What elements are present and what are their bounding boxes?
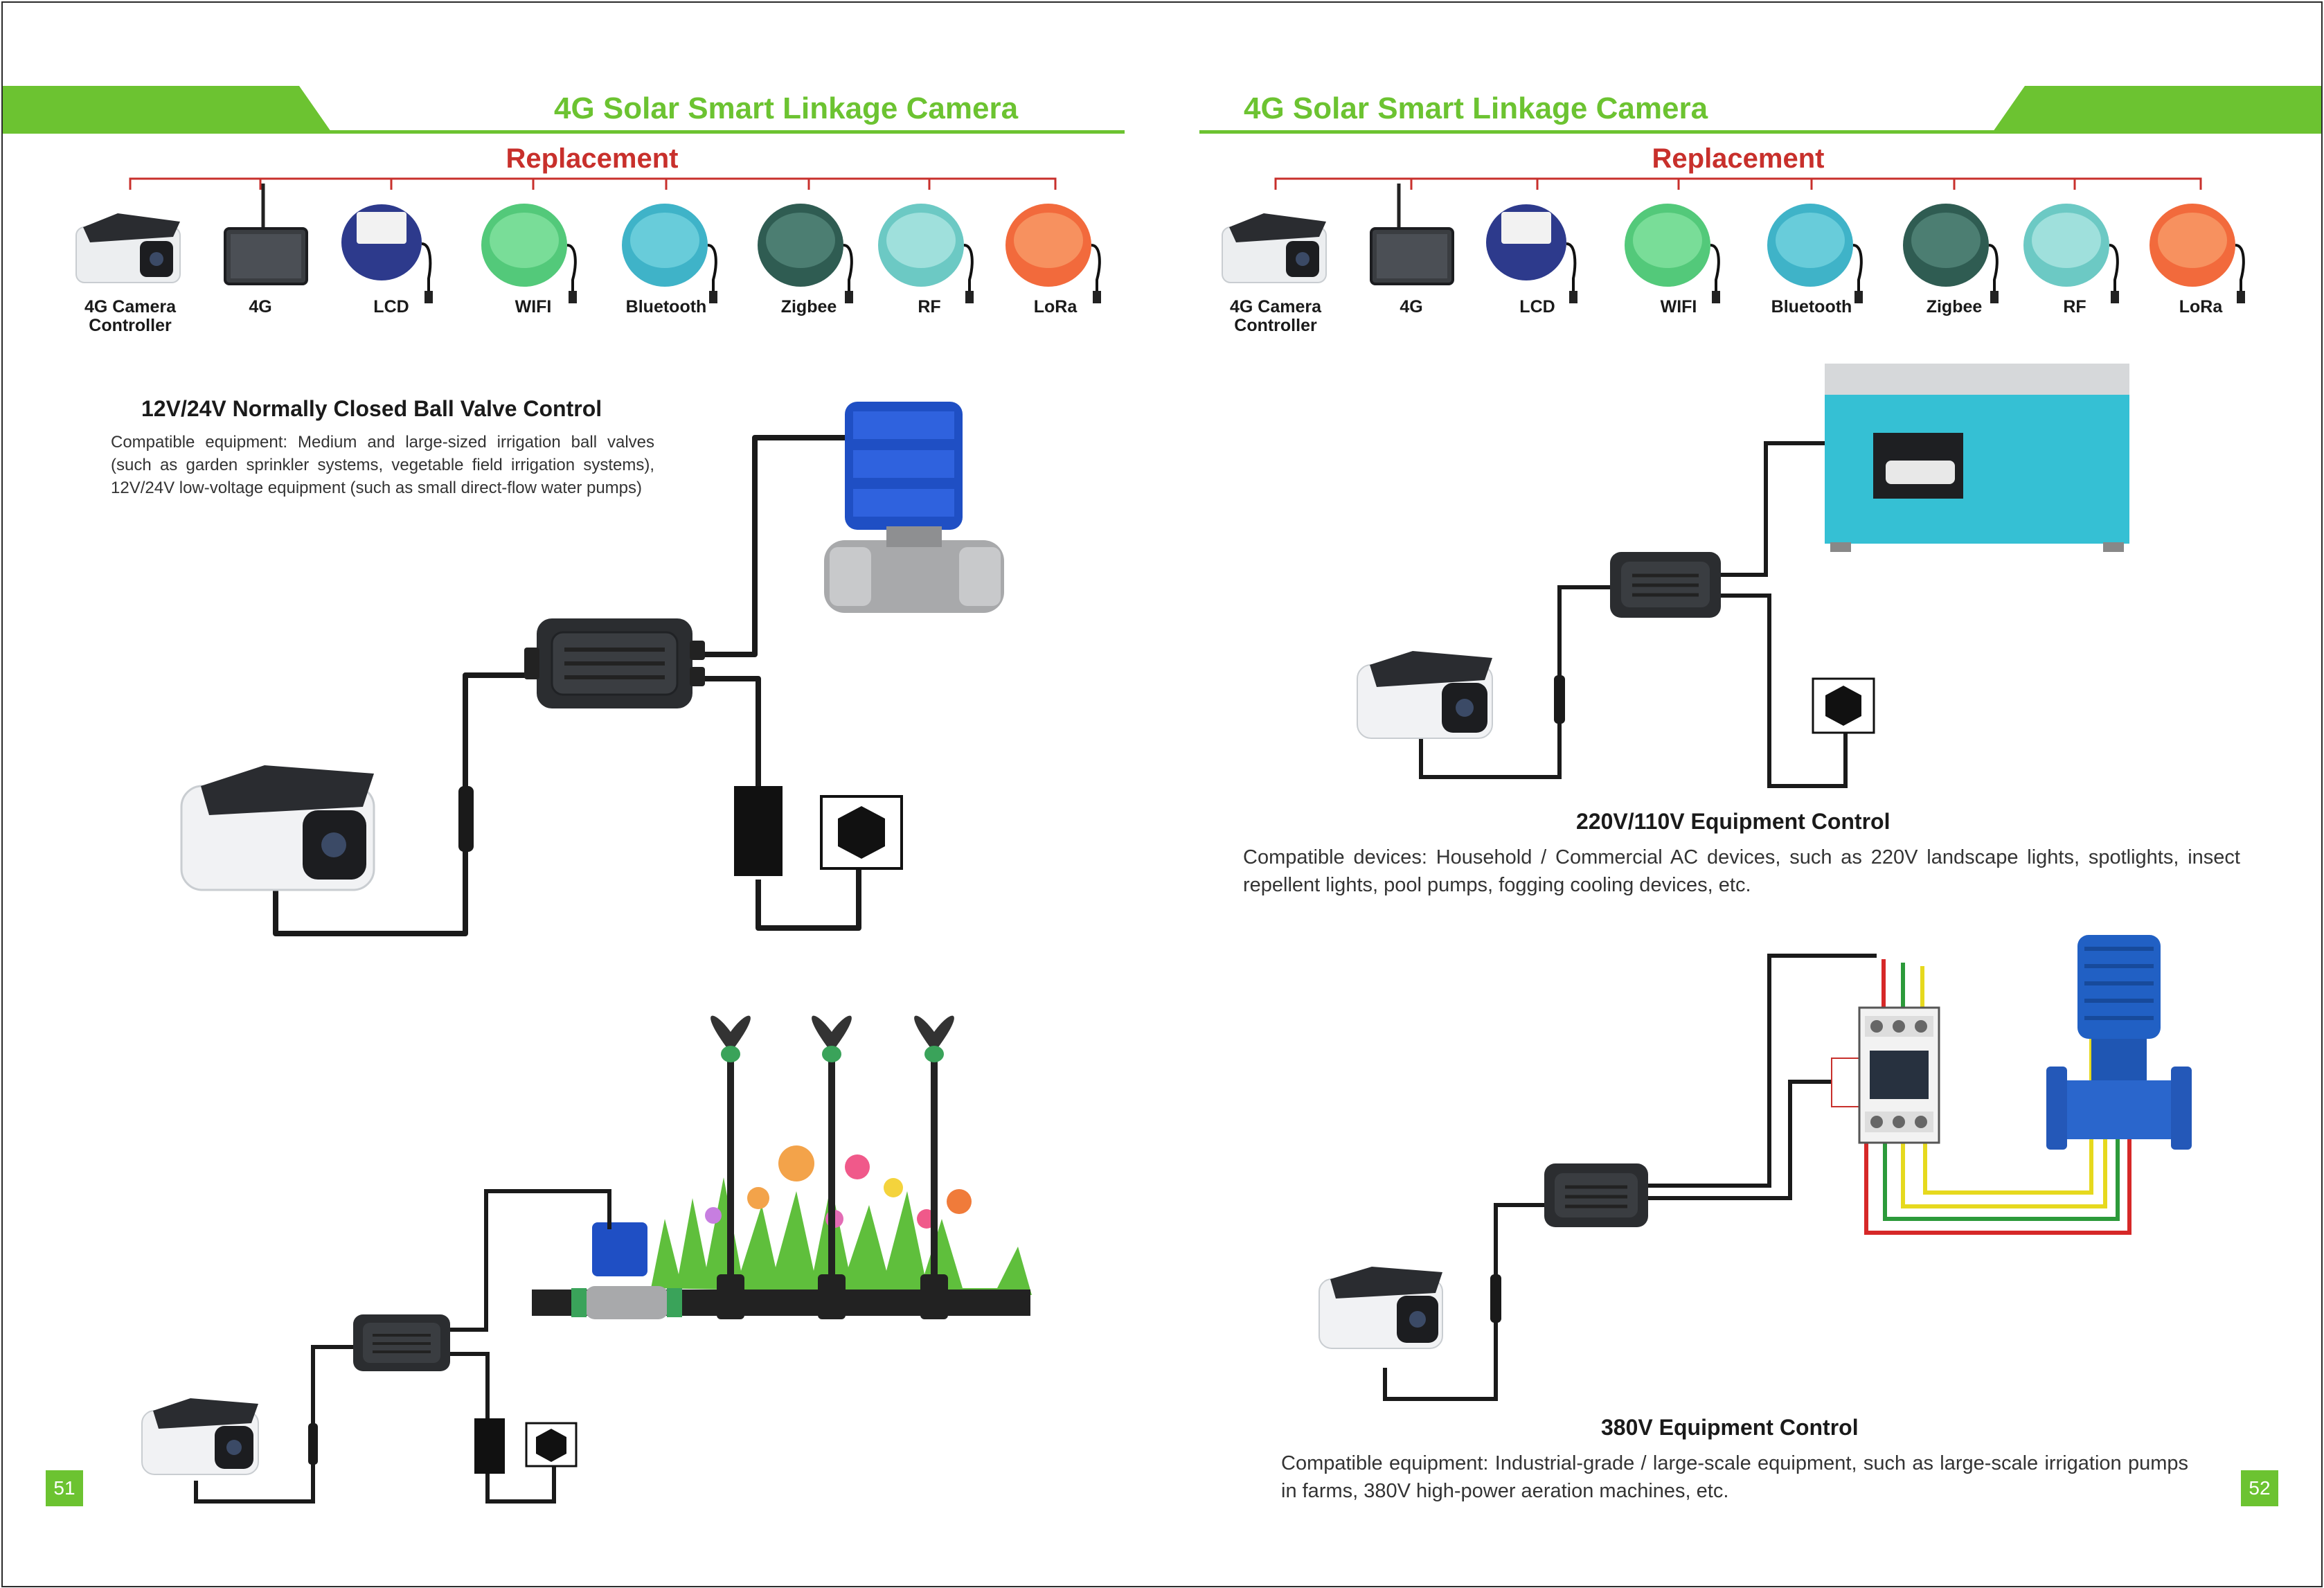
zigbee-controller-icon xyxy=(758,204,853,303)
zigbee-controller-icon xyxy=(1903,204,1999,303)
lcd-controller-icon xyxy=(1486,204,1577,303)
power-adapter-icon xyxy=(734,786,783,876)
left-banner-shape xyxy=(3,86,331,132)
bluetooth-controller-icon xyxy=(1767,204,1863,303)
tablet-4g-icon xyxy=(224,184,308,285)
right-replacement-label: Replacement xyxy=(1652,143,1825,174)
device-label-4g: 4G xyxy=(249,297,272,316)
relay-box-icon xyxy=(1544,1163,1648,1227)
device-label-rf: RF xyxy=(918,297,941,316)
contactor-icon xyxy=(1858,1006,1940,1144)
device-label-lora: LoRa xyxy=(2179,297,2223,316)
lora-controller-icon xyxy=(1005,204,1101,303)
rf-controller-icon xyxy=(2023,204,2119,303)
power-socket-icon xyxy=(1812,677,1875,734)
power-socket-icon xyxy=(525,1422,578,1467)
device-label-rf: RF xyxy=(2063,297,2086,316)
relay-box-icon xyxy=(1610,552,1721,618)
cable-connector xyxy=(458,786,474,852)
diagram-garden xyxy=(141,1015,1032,1504)
device-label-bluetooth: Bluetooth xyxy=(1771,297,1852,316)
diagram-380v xyxy=(1319,935,2192,1401)
page-number-right: 52 xyxy=(2241,1470,2278,1506)
tablet-4g-icon xyxy=(1370,184,1454,285)
device-label-wifi: WIFI xyxy=(1660,297,1697,316)
device-label-4g: 4G xyxy=(1400,297,1423,316)
device-label-wifi: WIFI xyxy=(515,297,552,316)
page-number-left: 51 xyxy=(46,1470,83,1506)
camera-controller-icon xyxy=(75,213,181,283)
device-label-lora: LoRa xyxy=(1033,297,1078,316)
camera-controller-icon xyxy=(1319,1267,1443,1349)
lcd-controller-icon xyxy=(341,204,433,303)
wifi-controller-icon xyxy=(481,204,577,303)
ball-valve-icon xyxy=(571,1222,682,1319)
device-label-bluetooth: Bluetooth xyxy=(625,297,707,316)
camera-controller-icon xyxy=(141,1398,259,1475)
relay-box-icon xyxy=(524,618,705,708)
left-replacement-bracket xyxy=(129,177,1057,190)
relay-box-icon xyxy=(353,1314,450,1371)
section-title-ball-valve: 12V/24V Normally Closed Ball Valve Contr… xyxy=(141,396,602,421)
section-desc-380v: Compatible equipment: Industrial-grade /… xyxy=(1281,1452,2188,1502)
power-socket-icon xyxy=(820,795,903,870)
left-device-row xyxy=(75,184,1101,303)
right-device-row xyxy=(1222,184,2245,303)
power-adapter-icon xyxy=(474,1418,505,1474)
section-desc-220v: Compatible devices: Household / Commerci… xyxy=(1243,846,2240,896)
device-label-lcd: LCD xyxy=(1519,297,1555,316)
right-replacement-bracket xyxy=(1274,177,2202,190)
section-title-380v: 380V Equipment Control xyxy=(1601,1415,1859,1440)
device-label-zigbee: Zigbee xyxy=(1926,297,1983,316)
camera-controller-icon xyxy=(1222,213,1327,283)
sprinkler-icon xyxy=(914,1015,954,1319)
device-label-lcd: LCD xyxy=(373,297,409,316)
camera-controller-icon xyxy=(180,765,375,891)
electric-box-icon xyxy=(1825,364,2129,552)
ball-valve-icon xyxy=(824,402,1004,613)
diagram-ball-valve xyxy=(180,402,1004,936)
sprinkler-icon xyxy=(710,1015,751,1319)
bluetooth-controller-icon xyxy=(622,204,717,303)
left-banner-title: 4G Solar Smart Linkage Camera xyxy=(554,91,1019,125)
section-desc-ball-valve: Compatible equipment: Medium and large-s… xyxy=(111,433,654,497)
diagram-220v xyxy=(1357,364,2129,788)
right-banner-shape xyxy=(1993,86,2321,132)
camera-controller-icon xyxy=(1357,651,1493,739)
left-replacement-label: Replacement xyxy=(506,143,679,174)
sprinkler-icon xyxy=(812,1015,852,1319)
device-label-zigbee: Zigbee xyxy=(780,297,837,316)
right-banner-title: 4G Solar Smart Linkage Camera xyxy=(1244,91,1708,125)
water-pump-icon xyxy=(2046,935,2192,1150)
right-banner-line xyxy=(1199,130,2321,134)
rf-controller-icon xyxy=(878,204,974,303)
section-title-220v: 220V/110V Equipment Control xyxy=(1576,809,1891,834)
wifi-controller-icon xyxy=(1625,204,1720,303)
lora-controller-icon xyxy=(2149,204,2245,303)
left-banner-line xyxy=(3,130,1125,134)
